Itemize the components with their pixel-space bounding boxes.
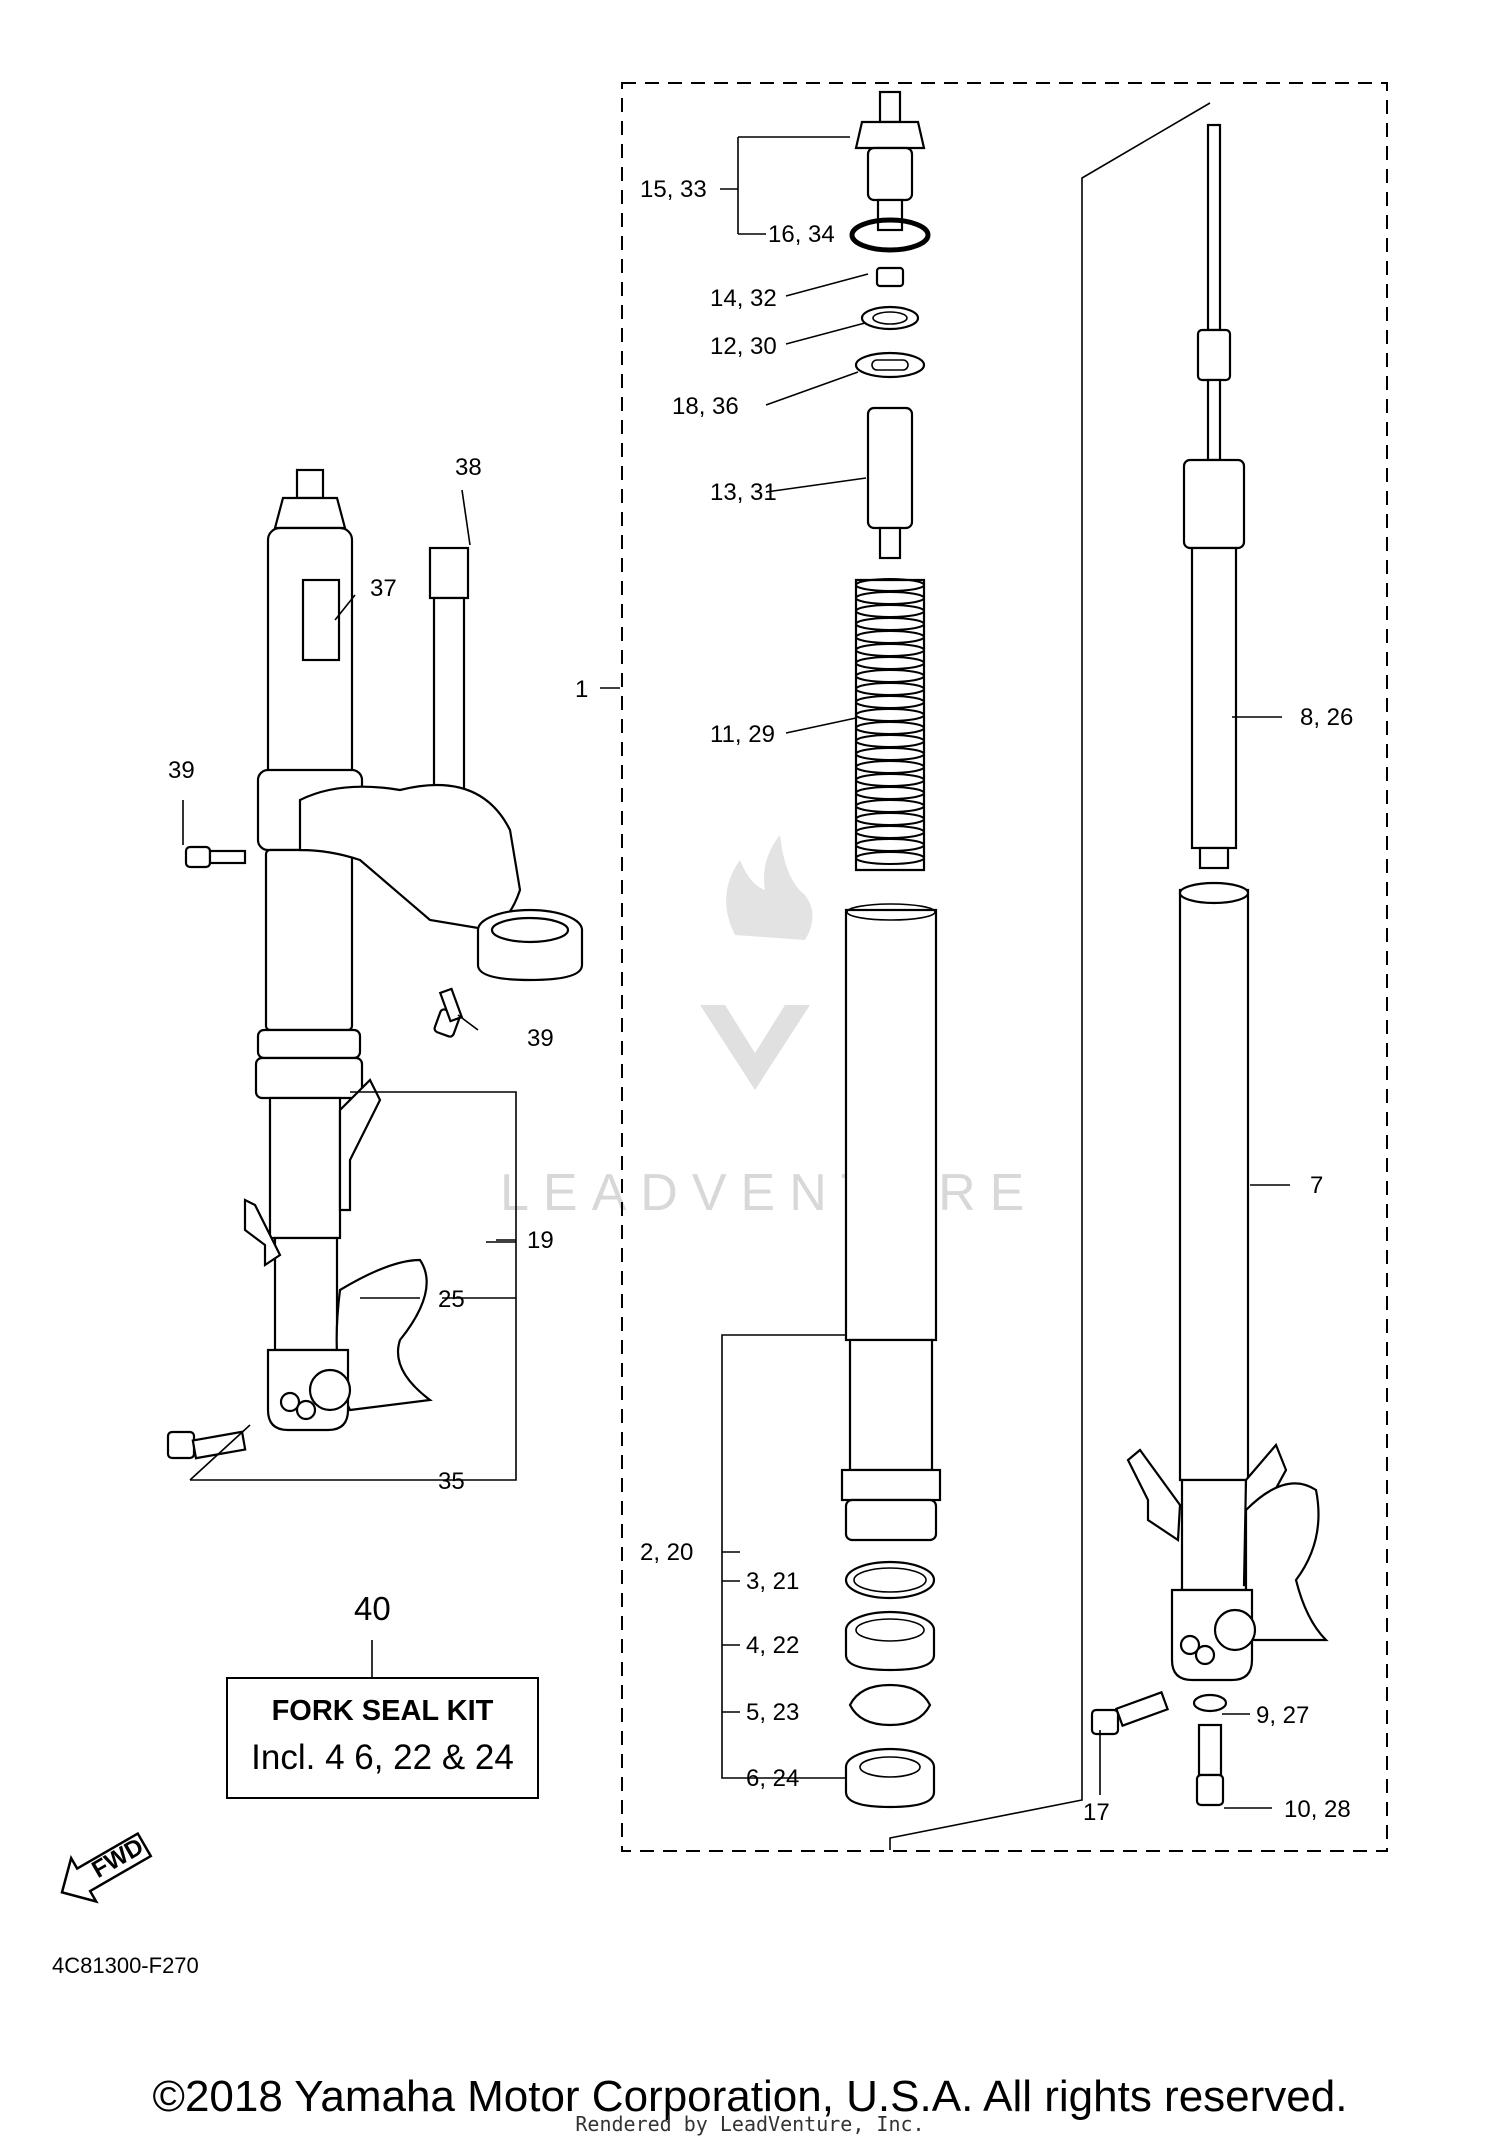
callout-2-20: 2, 20	[640, 1539, 693, 1566]
leader-lines	[182, 136, 1290, 1809]
callout-10-28: 10, 28	[1284, 1796, 1351, 1823]
callout-14-32: 14, 32	[710, 285, 777, 312]
diagram-code: 4C81300-F270	[52, 1953, 199, 1978]
kit-title: FORK SEAL KIT	[271, 1695, 494, 1727]
callout-39-upper: 39	[168, 757, 195, 784]
callout-5-23: 5, 23	[746, 1699, 799, 1726]
callout-8-26: 8, 26	[1300, 704, 1353, 731]
callout-9-27: 9, 27	[1256, 1702, 1309, 1729]
callout-35: 35	[438, 1468, 465, 1495]
callout-12-30: 12, 30	[710, 333, 777, 360]
watermark-text: LEADVENTURE	[500, 1164, 1038, 1222]
callout-18-36: 18, 36	[672, 393, 739, 420]
callout-16-34: 16, 34	[768, 221, 835, 248]
fork-seal-kit-box: FORK SEAL KIT Incl. 4 6, 22 & 24	[226, 1677, 539, 1799]
callout-17: 17	[1083, 1799, 1110, 1826]
callout-3-21: 3, 21	[746, 1568, 799, 1595]
callout-7: 7	[1310, 1172, 1323, 1199]
callout-13-31: 13, 31	[710, 479, 777, 506]
leadventure-watermark: LEADVENTURE	[500, 835, 1038, 1222]
callout-25: 25	[438, 1286, 465, 1313]
spring-coil	[855, 851, 925, 865]
callout-1: 1	[575, 676, 588, 703]
separator-line	[889, 102, 1211, 1850]
callout-6-24: 6, 24	[746, 1765, 799, 1792]
rendered-by-notice: Rendered by LeadVenture, Inc.	[575, 2112, 925, 2136]
kit-callout-number: 40	[354, 1590, 391, 1627]
assembled-fork-illustration	[166, 468, 584, 1460]
callout-11-29: 11, 29	[710, 721, 775, 748]
callout-15-33: 15, 33	[640, 176, 707, 203]
callout-4-22: 4, 22	[746, 1632, 799, 1659]
callout-39-lower: 39	[527, 1025, 554, 1052]
callout-38: 38	[455, 454, 482, 481]
fwd-arrow-icon: FWD	[60, 1831, 153, 1904]
callout-19: 19	[527, 1227, 554, 1254]
copyright-notice: ©2018 Yamaha Motor Corporation, U.S.A. A…	[152, 2072, 1348, 2121]
exploded-parts-illustration	[840, 90, 1329, 1809]
kit-includes: Incl. 4 6, 22 & 24	[251, 1738, 514, 1777]
callout-37: 37	[370, 575, 397, 602]
